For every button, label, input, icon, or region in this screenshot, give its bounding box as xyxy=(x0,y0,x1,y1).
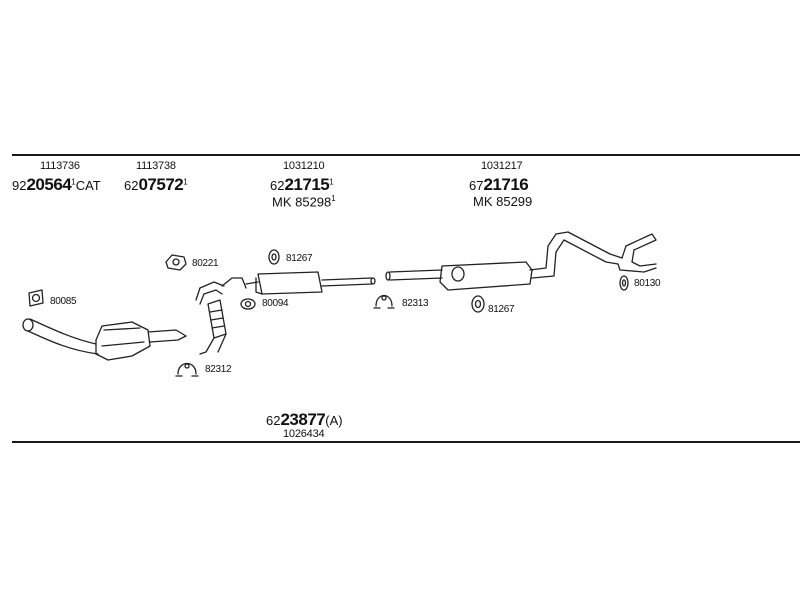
part-number: 6223877(A) xyxy=(266,410,343,429)
top-rule xyxy=(12,154,800,156)
part-number: 92205641CAT xyxy=(12,175,101,194)
oe-number: 1113736 xyxy=(40,160,80,172)
gasket-icon xyxy=(240,298,256,310)
part-number: 62217151 xyxy=(270,175,334,194)
rubber-mount-icon xyxy=(619,275,629,291)
rubber-mount-icon xyxy=(268,249,280,265)
part-label: 82313 xyxy=(402,298,429,309)
center-silencer-icon xyxy=(245,271,376,295)
flex-pipe-icon xyxy=(195,277,247,355)
catalytic-converter-icon xyxy=(22,318,187,361)
clamp-icon xyxy=(373,294,395,309)
part-label: 81267 xyxy=(488,304,515,315)
part-number: 6721716 xyxy=(469,175,529,194)
oe-number: 1113738 xyxy=(136,160,176,172)
gasket-icon xyxy=(28,289,44,307)
oe-number: 1026434 xyxy=(283,428,325,440)
part-label: 80130 xyxy=(634,278,661,289)
oe-number: 1031217 xyxy=(481,160,523,172)
part-label: 81267 xyxy=(286,253,313,264)
bottom-rule xyxy=(12,441,800,443)
part-number: 62075721 xyxy=(124,175,188,194)
rubber-mount-icon xyxy=(471,295,485,313)
oe-number: 1031210 xyxy=(283,160,325,172)
clamp-icon xyxy=(175,362,199,377)
part-label: 82312 xyxy=(205,364,232,375)
mounting-kit-number: MK 852981 xyxy=(272,194,336,210)
mounting-kit-number: MK 85299 xyxy=(473,194,533,209)
part-label: 80085 xyxy=(50,296,77,307)
rear-silencer-icon xyxy=(385,231,657,291)
part-label: 80094 xyxy=(262,298,289,309)
part-label: 80221 xyxy=(192,258,219,269)
gasket-icon xyxy=(165,254,187,271)
